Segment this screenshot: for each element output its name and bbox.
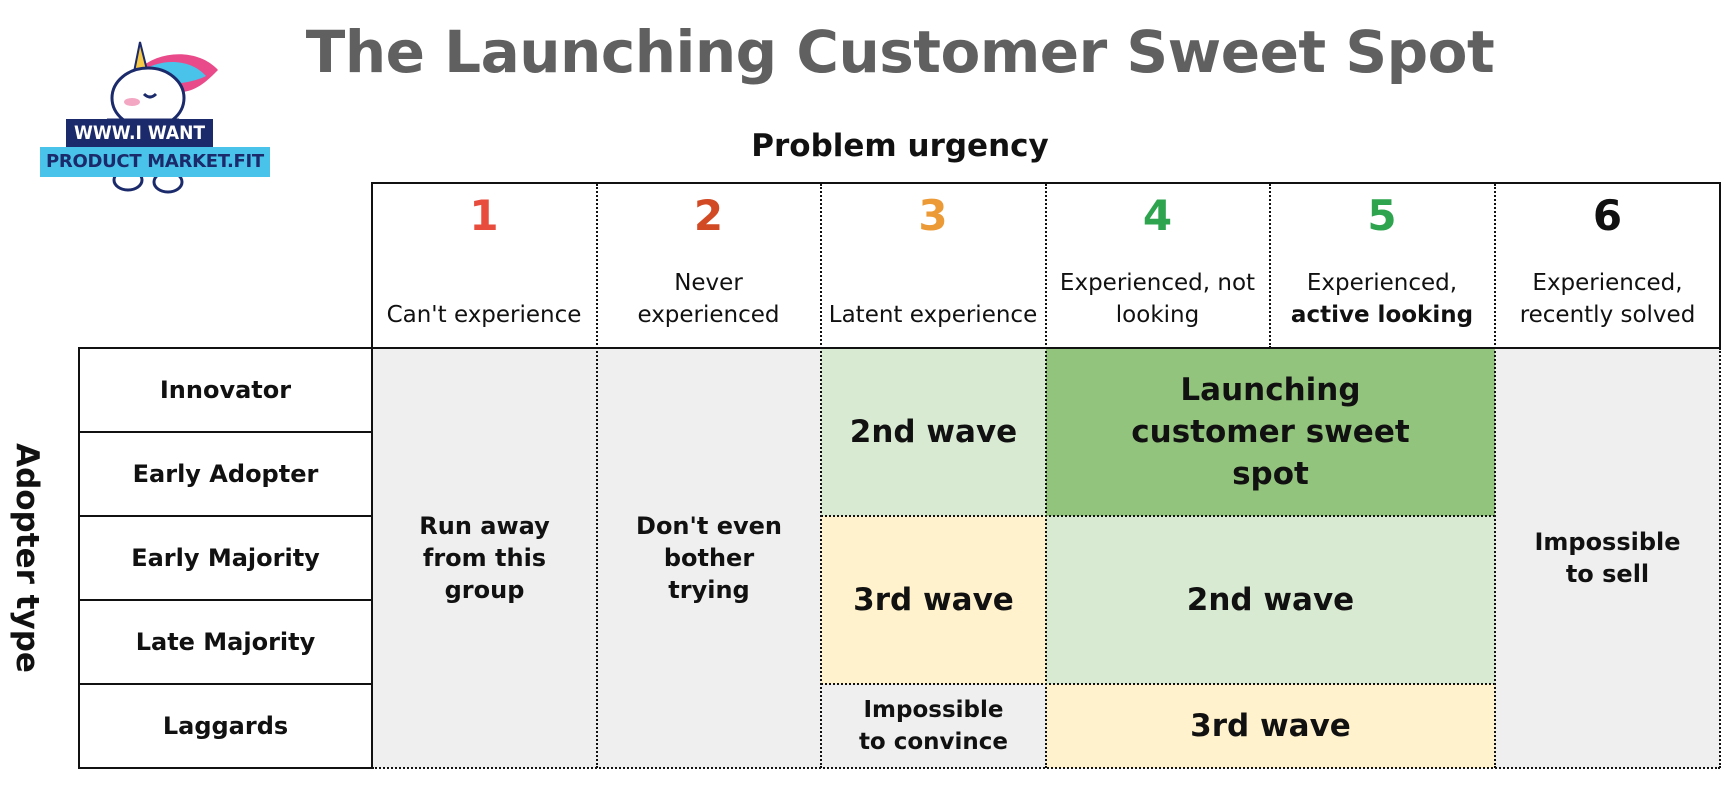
grid-line: [1494, 184, 1496, 768]
grid-line: [78, 431, 372, 433]
grid-line: [372, 767, 1720, 769]
column-number: 5: [1367, 191, 1397, 240]
zone-sweet-spot-text: Launching customer sweet spot: [1131, 372, 1410, 492]
zone-second-wave-top-text: 2nd wave: [849, 414, 1018, 450]
zone-third-wave-bottom: 3rd wave: [1046, 684, 1495, 768]
grid-line: [596, 184, 598, 768]
column-number: 3: [918, 191, 948, 240]
logo-line-1: WWW.I WANT: [66, 119, 214, 147]
column-number: 2: [693, 191, 724, 240]
grid-line: [371, 182, 1721, 184]
column-label-plain: Experienced,: [1306, 270, 1458, 296]
zone-sweet-spot: Launching customer sweet spot: [1046, 348, 1495, 516]
grid-line: [1269, 184, 1271, 348]
grid-line: [821, 515, 1495, 517]
row-header: Late Majority: [135, 628, 316, 656]
column-label: Never experienced: [637, 270, 780, 328]
y-axis-label: Adopter type: [9, 443, 45, 673]
zone-third-wave-mid: 3rd wave: [821, 516, 1046, 684]
column-label: Experienced, active looking: [1287, 267, 1477, 331]
grid-line: [78, 767, 372, 769]
logo-line-2: PRODUCT MARKET.FIT: [40, 147, 270, 177]
column-number: 4: [1142, 191, 1173, 240]
zone-dont-bother: Don't even bother trying: [597, 348, 821, 768]
grid-line: [1045, 184, 1047, 768]
zone-run-away-text: Run away from this group: [419, 512, 550, 604]
grid-line: [78, 599, 372, 601]
zone-third-wave-mid-text: 3rd wave: [853, 582, 1014, 618]
column-label: Can't experience: [386, 302, 582, 328]
grid-line: [1719, 348, 1721, 768]
zone-impossible-sell-text: Impossible to sell: [1534, 528, 1681, 588]
grid-line: [821, 683, 1495, 685]
row-header: Early Majority: [131, 544, 320, 572]
column-number: 6: [1592, 191, 1623, 240]
column-number: 1: [469, 191, 499, 240]
grid-line: [78, 347, 1721, 349]
grid-line: [78, 515, 372, 517]
grid-line: [371, 182, 373, 768]
x-axis-label: Problem urgency: [751, 128, 1049, 164]
zone-impossible-sell: Impossible to sell: [1495, 348, 1720, 768]
grid-line: [78, 683, 372, 685]
column-label: Latent experience: [828, 302, 1038, 328]
zone-impossible-convince: Impossible to convince: [821, 684, 1046, 768]
zone-third-wave-bottom-text: 3rd wave: [1190, 708, 1351, 744]
zone-run-away: Run away from this group: [372, 348, 597, 768]
zone-dont-bother-text: Don't even bother trying: [636, 512, 782, 604]
zone-second-wave-top: 2nd wave: [821, 348, 1046, 516]
grid-line: [1719, 182, 1721, 348]
zone-second-wave-mid: 2nd wave: [1046, 516, 1495, 684]
column-label-bold: active looking: [1290, 302, 1474, 328]
row-header: Early Adopter: [132, 460, 319, 488]
grid-line: [820, 184, 822, 768]
page-title: The Launching Customer Sweet Spot: [305, 18, 1495, 86]
row-header: Innovator: [159, 376, 292, 404]
row-header: Laggards: [162, 712, 289, 740]
grid-line: [78, 347, 80, 769]
column-label: Experienced, not looking: [1059, 270, 1256, 328]
brand-logo: WWW.I WANT PRODUCT MARKET.FIT: [38, 40, 270, 200]
zone-impossible-convince-text: Impossible to convince: [858, 697, 1009, 755]
zone-second-wave-mid-text: 2nd wave: [1186, 582, 1355, 618]
column-label: Experienced, recently solved: [1519, 270, 1696, 328]
